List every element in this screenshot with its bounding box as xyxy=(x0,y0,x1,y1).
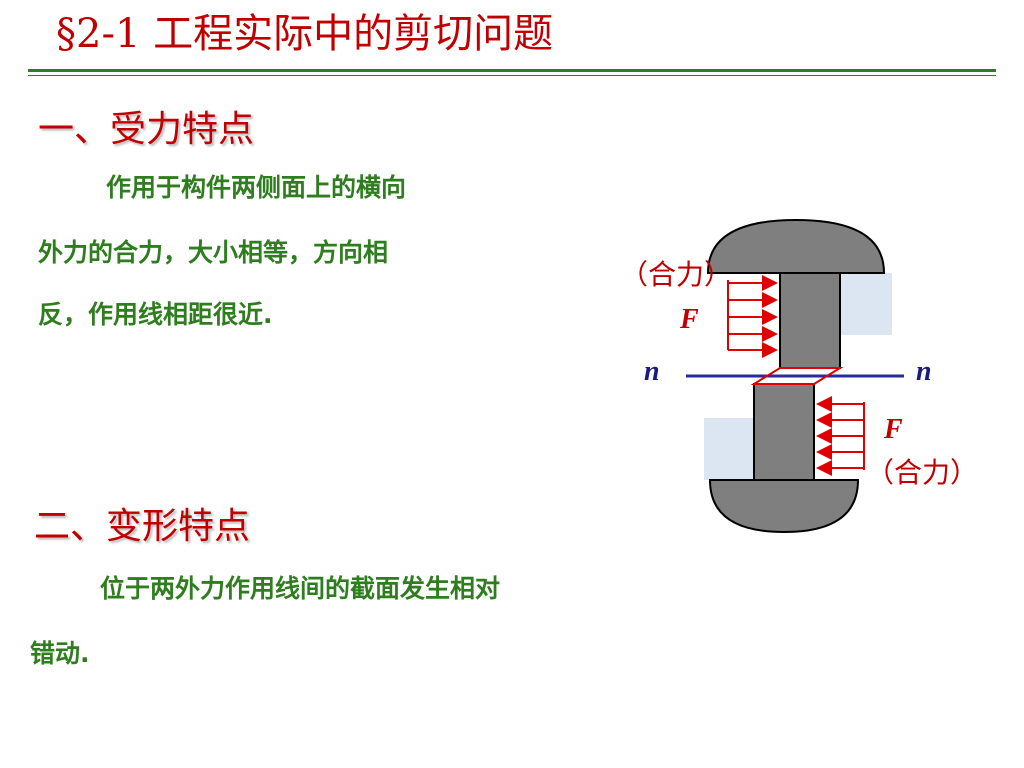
section1-line-2: 外力的合力，大小相等，方向相 xyxy=(38,238,389,267)
top-force-arrows xyxy=(727,275,778,358)
section1-line-3: 反，作用线相距很近. xyxy=(38,300,273,329)
rivet-top-head xyxy=(706,218,886,274)
section2-heading: 二、变形特点 xyxy=(34,506,251,547)
section2-line-1: 位于两外力作用线间的截面发生相对 xyxy=(100,574,501,603)
title-divider-thin xyxy=(28,75,996,76)
top-force-symbol: F xyxy=(679,304,699,335)
section-label-right: n xyxy=(916,356,932,387)
upper-plate xyxy=(840,273,892,335)
slide-title: §2-1 工程实际中的剪切问题 xyxy=(56,11,554,57)
sheared-slice xyxy=(750,367,844,385)
rivet-upper-shank xyxy=(779,272,841,369)
section1-heading: 一、受力特点 xyxy=(38,109,255,150)
bottom-force-arrows xyxy=(816,396,865,476)
section1-line-1: 作用于构件两侧面上的横向 xyxy=(106,173,407,202)
section-label-left: n xyxy=(644,356,660,387)
top-force-label: （合力） xyxy=(620,258,732,291)
title-divider-thick xyxy=(28,69,996,72)
rivet-lower-shank xyxy=(753,383,815,481)
lower-plate xyxy=(704,418,754,480)
bottom-force-label: （合力） xyxy=(866,456,978,489)
rivet-bottom-head xyxy=(708,479,860,534)
section2-line-2: 错动. xyxy=(30,639,90,668)
bottom-force-symbol: F xyxy=(883,414,903,445)
